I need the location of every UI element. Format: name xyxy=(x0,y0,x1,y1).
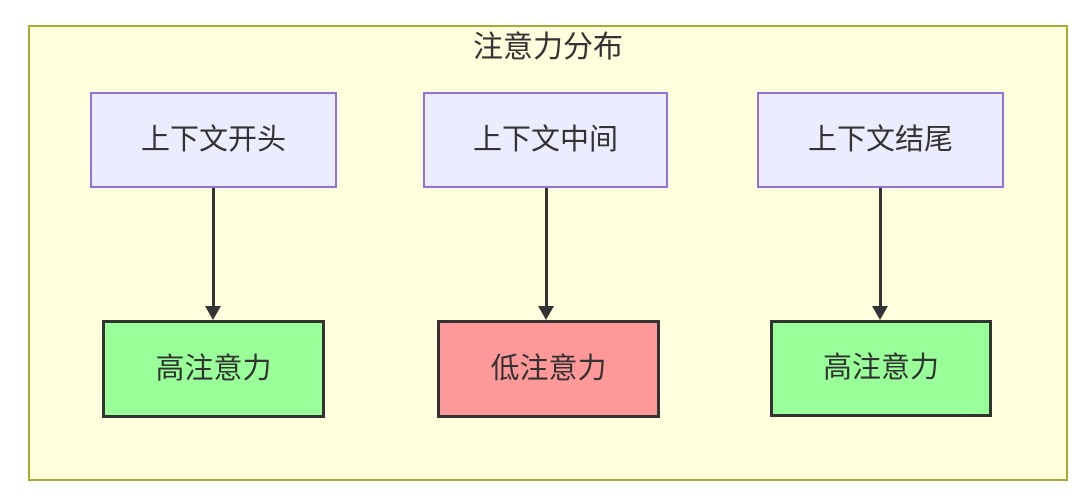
arrowhead-down-icon xyxy=(538,306,554,320)
arrow-line xyxy=(544,188,548,306)
node-high-attention-right: 高注意力 xyxy=(770,320,992,417)
node-context-end: 上下文结尾 xyxy=(757,92,1004,188)
arrowhead-down-icon xyxy=(205,306,221,320)
node-context-middle: 上下文中间 xyxy=(423,92,668,188)
node-high-attention-left: 高注意力 xyxy=(102,320,325,418)
node-context-start: 上下文开头 xyxy=(90,92,337,188)
node-low-attention-middle: 低注意力 xyxy=(437,320,660,418)
arrow-line xyxy=(878,188,882,306)
arrowhead-down-icon xyxy=(872,306,888,320)
arrow-line xyxy=(211,188,215,306)
diagram-title: 注意力分布 xyxy=(473,31,623,64)
